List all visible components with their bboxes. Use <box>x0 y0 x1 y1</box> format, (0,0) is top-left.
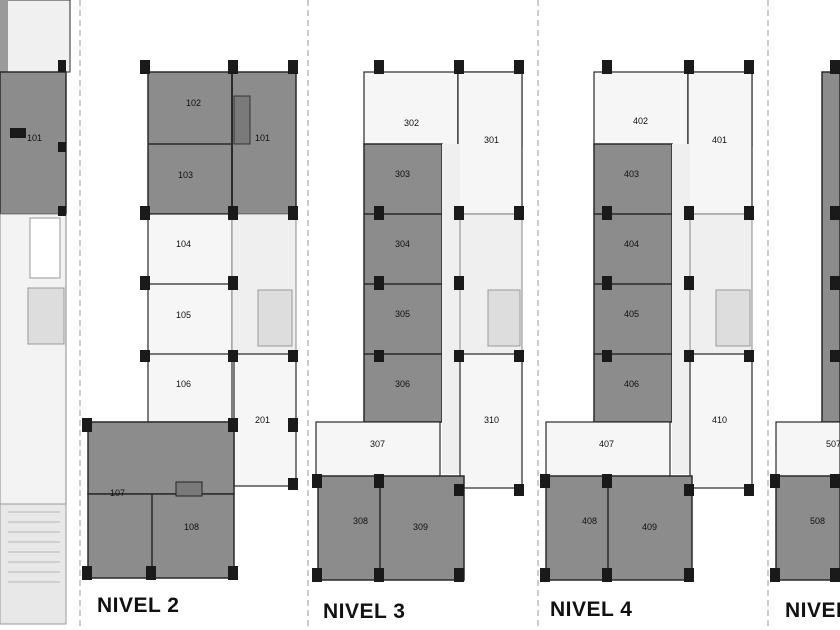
level-5-title: NIVEL <box>785 599 840 622</box>
level-4-plan <box>540 60 754 582</box>
unit-label: 101 <box>255 133 270 143</box>
unit-label: 107 <box>110 488 125 498</box>
unit-label: 401 <box>712 135 727 145</box>
level-4-title: NIVEL 4 <box>550 598 633 621</box>
level-3-plan <box>312 60 524 582</box>
unit-label: 410 <box>712 415 727 425</box>
level-1-plan <box>0 0 71 625</box>
unit-label: 408 <box>582 516 597 526</box>
unit-label: 304 <box>395 239 410 249</box>
unit-label: 102 <box>186 98 201 108</box>
unit-label: 106 <box>176 379 191 389</box>
unit-label: 101 <box>27 133 42 143</box>
level-3-title: NIVEL 3 <box>323 600 406 623</box>
unit-label: 103 <box>178 170 193 180</box>
unit-label: 406 <box>624 379 639 389</box>
unit-label: 104 <box>176 239 191 249</box>
unit-label: 108 <box>184 522 199 532</box>
level-dividers <box>79 0 769 630</box>
unit-label: 306 <box>395 379 410 389</box>
unit-label: 404 <box>624 239 639 249</box>
unit-label: 407 <box>599 439 614 449</box>
unit-label: 303 <box>395 169 410 179</box>
unit-label: 508 <box>810 516 825 526</box>
unit-label: 201 <box>255 415 270 425</box>
unit-label: 105 <box>176 310 191 320</box>
unit-label: 310 <box>484 415 499 425</box>
unit-label: 402 <box>633 116 648 126</box>
level-5-plan <box>770 60 840 582</box>
unit-label: 507 <box>826 439 840 449</box>
unit-label: 307 <box>370 439 385 449</box>
unit-label: 302 <box>404 118 419 128</box>
unit-labels: 101 102 101 103 104 105 106 201 107 108 … <box>27 98 840 532</box>
unit-label: 301 <box>484 135 499 145</box>
unit-label: 305 <box>395 309 410 319</box>
unit-101-l1 <box>0 71 67 215</box>
unit-label: 308 <box>353 516 368 526</box>
level-2-title: NIVEL 2 <box>97 594 180 617</box>
unit-label: 403 <box>624 169 639 179</box>
level-2-plan <box>82 60 298 580</box>
unit-label: 409 <box>642 522 657 532</box>
unit-label: 309 <box>413 522 428 532</box>
unit-label: 405 <box>624 309 639 319</box>
